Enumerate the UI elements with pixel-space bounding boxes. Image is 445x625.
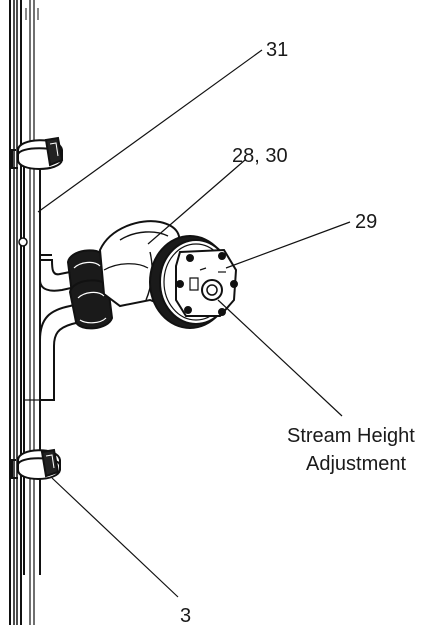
lower-collar [68,279,114,330]
leader-3 [51,477,179,598]
lower-clamp [11,448,61,480]
leader-stream-height [217,299,343,417]
callout-28-30: 28, 30 [232,145,288,167]
leader-31 [37,49,263,213]
nozzle-head [149,235,238,329]
manifold-tube [18,145,41,575]
leader-lines [37,49,351,598]
callout-31: 31 [266,39,288,61]
pipe-bundle [9,0,39,625]
callout-3: 3 [180,605,191,625]
upper-clamp [11,136,64,170]
callout-29: 29 [355,211,377,233]
leader-28-30 [147,159,246,245]
annotation-stream-height-line1: Stream Height [287,425,415,447]
leader-29 [225,221,351,269]
annotation-stream-height-line2: Adjustment [306,453,406,475]
